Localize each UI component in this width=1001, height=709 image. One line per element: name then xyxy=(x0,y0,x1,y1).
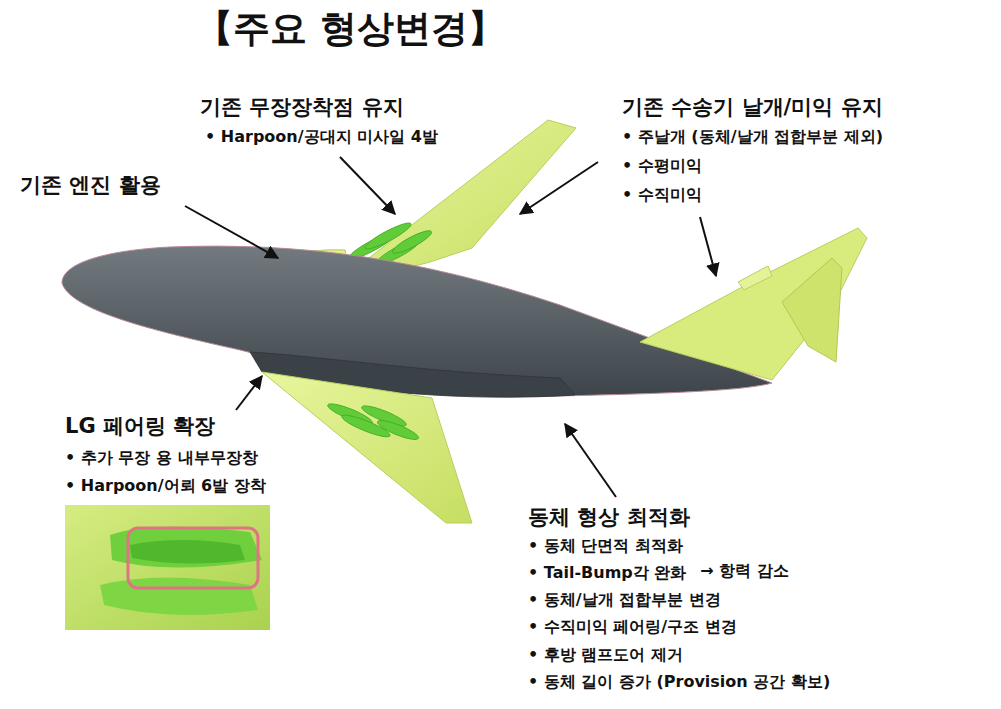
tail-fairing xyxy=(738,266,772,290)
callout-bullet: • Harpoon/어뢰 6발 장착 xyxy=(65,477,266,495)
callout-bullet: • 수직미익 xyxy=(622,186,702,204)
vertical-tail xyxy=(640,228,867,380)
callout-bullet: • 수직미익 페어링/구조 변경 xyxy=(528,618,737,636)
callout-bullet: • 주날개 (동체/날개 접합부분 제외) xyxy=(622,128,883,146)
effect-note: → 항력 감소 xyxy=(700,562,789,580)
callout-bullet: • 추가 무장 용 내부무장창 xyxy=(65,449,258,467)
callout-heading: 동체 형상 최적화 xyxy=(528,505,690,529)
callout-heading: 기존 무장장착점 유지 xyxy=(200,95,404,119)
callout-bullet: • Tail-Bump각 완화 xyxy=(528,564,686,582)
callout-bullet: • 동체 단면적 최적화 xyxy=(528,537,683,555)
callout-heading: 기존 수송기 날개/미익 유지 xyxy=(622,95,883,119)
fuselage xyxy=(62,246,772,396)
leader-arrows xyxy=(185,157,716,497)
callout-heading: 기존 엔진 활용 xyxy=(20,173,161,197)
callout-heading: LG 페어링 확장 xyxy=(65,414,215,438)
callout-bullet: • 후방 램프도어 제거 xyxy=(528,646,683,664)
callout-bullet: • 수평미익 xyxy=(622,157,702,175)
callout-bullet: • 동체/날개 접합부분 변경 xyxy=(528,591,721,609)
wing-missiles xyxy=(326,400,420,443)
horizontal-tail xyxy=(782,258,842,362)
callout-bullet: • 동체 길이 증가 (Provision 공간 확보) xyxy=(528,673,830,691)
diagram-title: 【주요 형상변경】 xyxy=(196,8,505,51)
callout-bullet: • Harpoon/공대지 미사일 4발 xyxy=(205,128,438,146)
inset-weapon-bay xyxy=(100,527,262,615)
inset-image xyxy=(65,505,270,630)
near-wing xyxy=(262,372,472,523)
highlight-box xyxy=(128,528,258,588)
